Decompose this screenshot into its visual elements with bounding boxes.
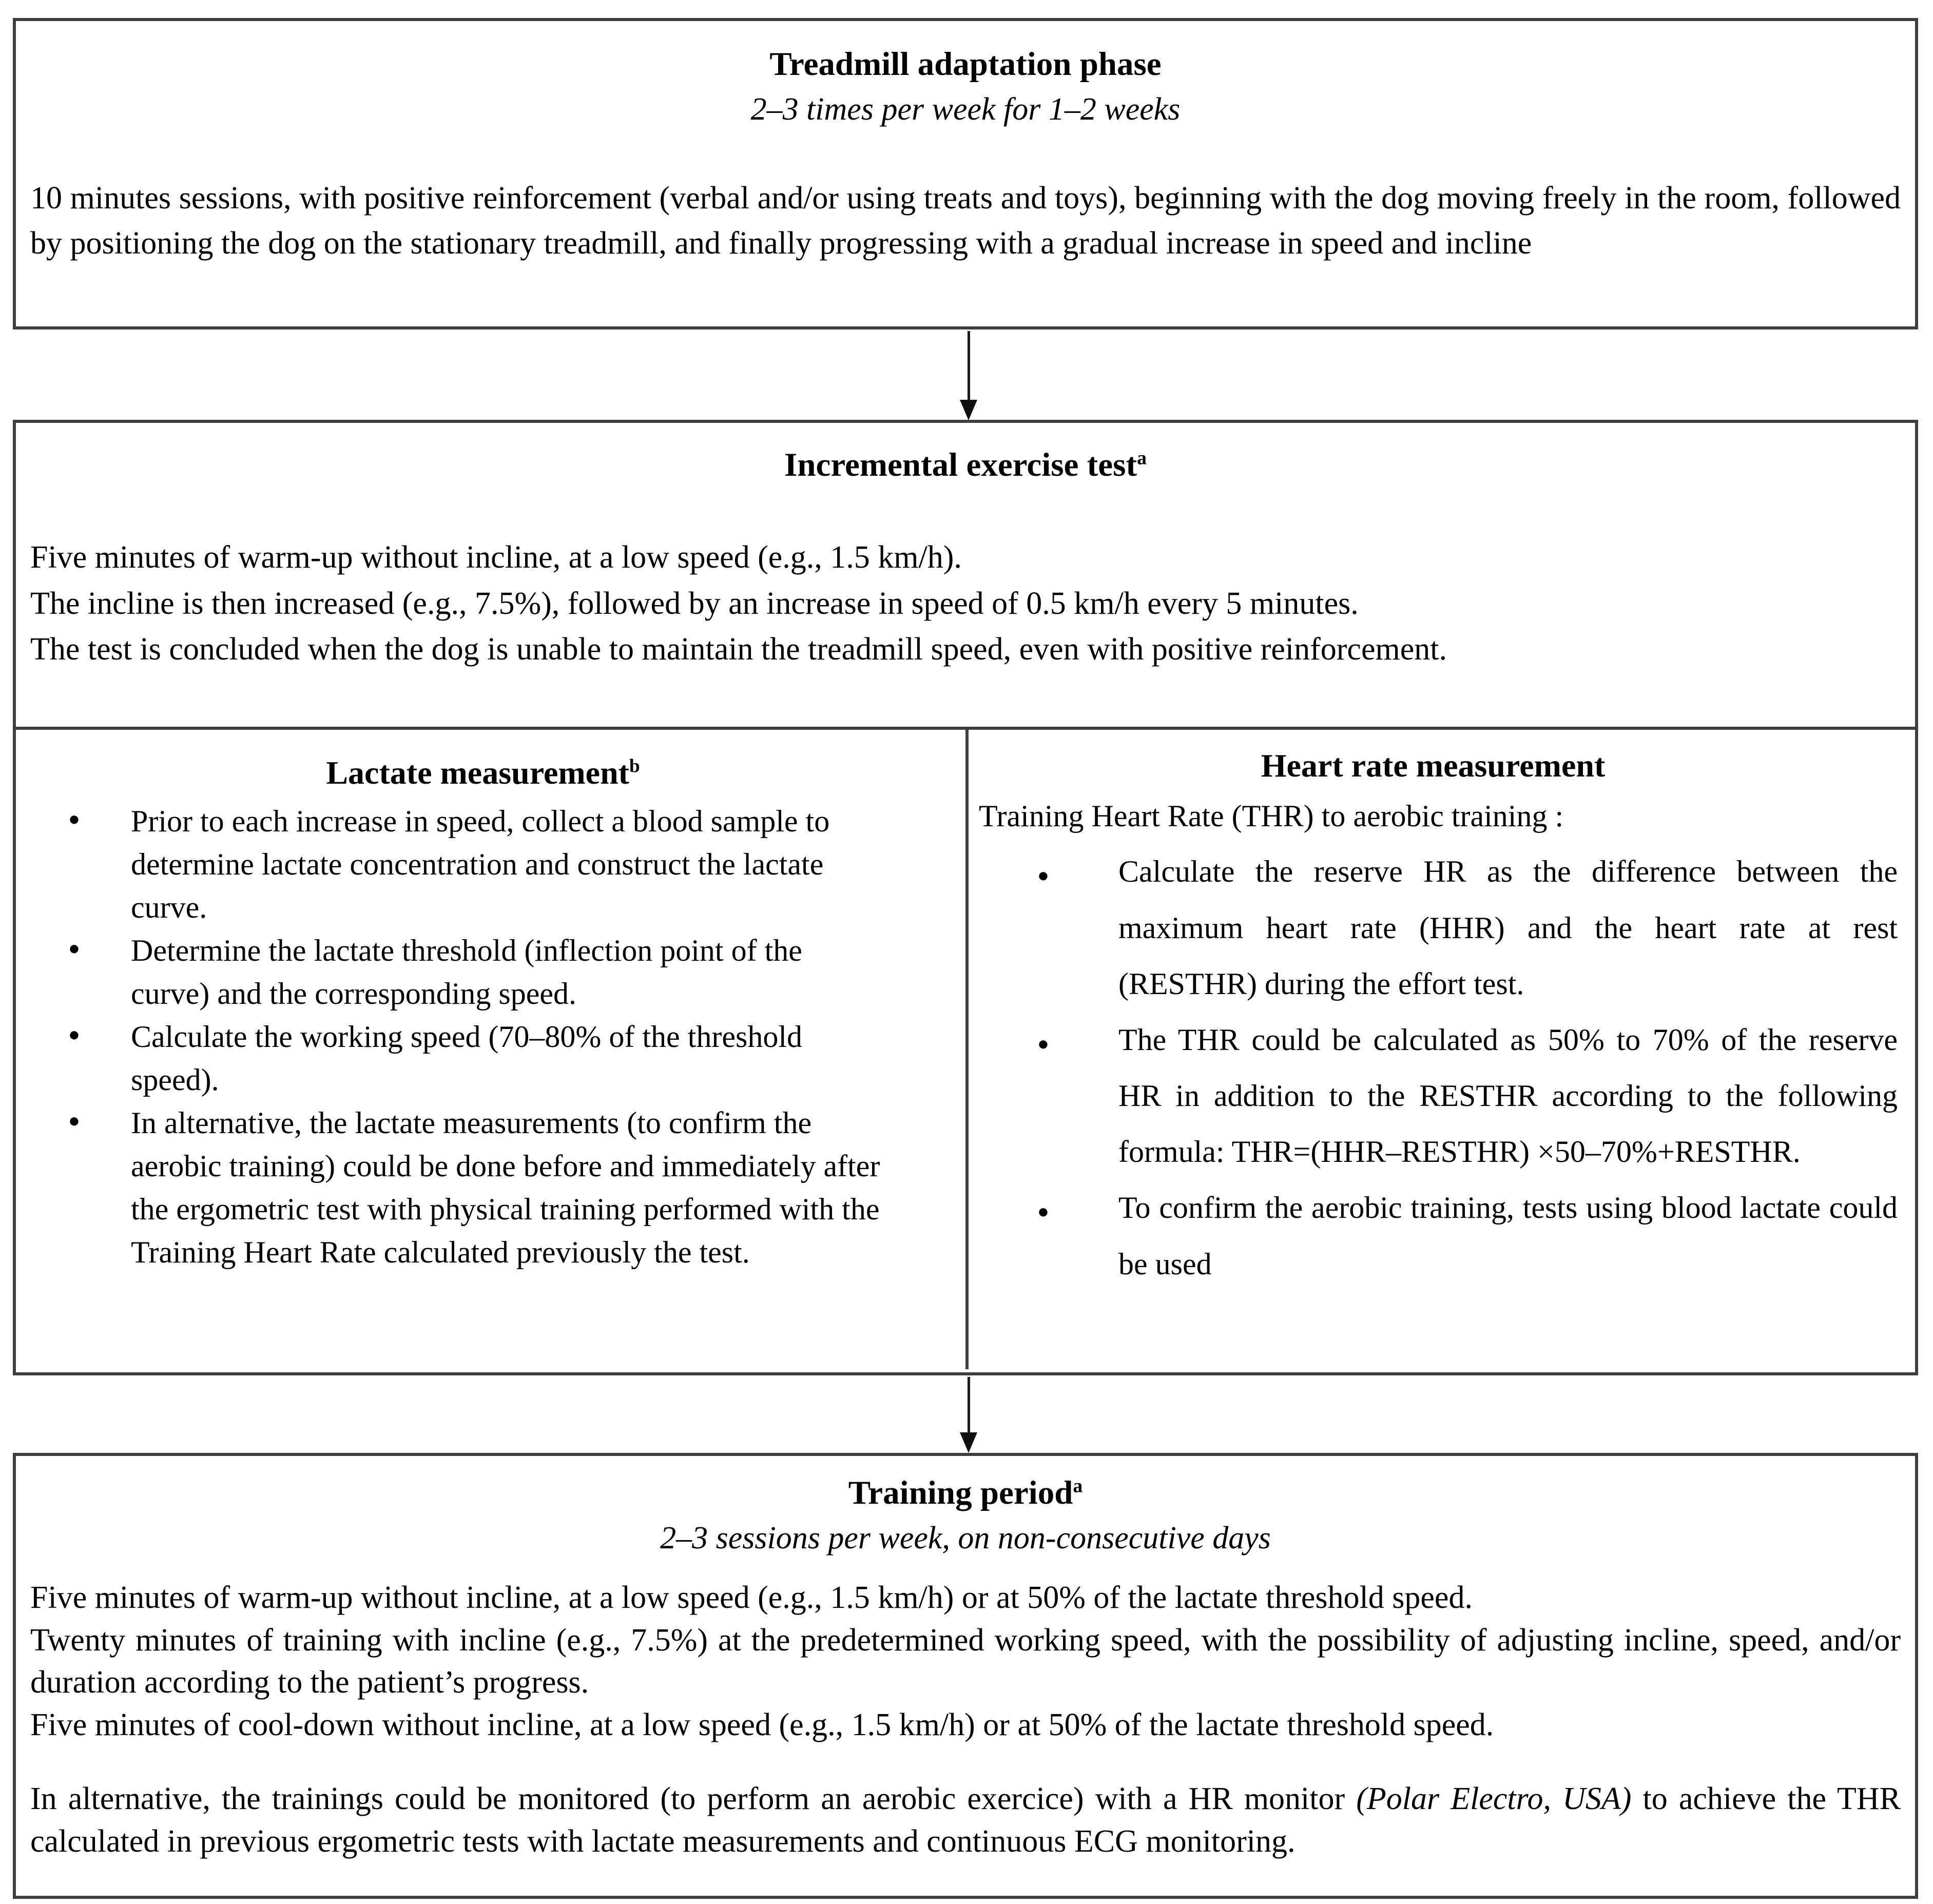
incremental-test-box: Incremental exercise testa Five minutes … [13,420,1918,1375]
bullet-item: Calculate the reserve HR as the differen… [1037,844,1898,1012]
heart-rate-bullet-list: Calculate the reserve HR as the differen… [969,844,1898,1292]
arrow-down-icon [960,400,977,420]
lactate-title: Lactate measurementb [16,750,950,795]
alt-paragraph-suffix: to achieve the THR calculated in previou… [30,1781,1901,1859]
flow-connector-top [958,331,979,420]
incremental-test-title: Incremental exercise testa [30,442,1901,489]
arrow-down-icon [960,1432,977,1453]
bullet-item: To confirm the aerobic training, tests u… [1037,1180,1898,1292]
test-line: Five minutes of warm-up without incline,… [30,539,962,575]
training-paragraph: Five minutes of cool-down without inclin… [30,1707,1494,1742]
bullet-item: Determine the lactate threshold (inflect… [68,929,880,1015]
adaptation-body: 10 minutes sessions, with positive reinf… [30,181,1901,261]
measurement-columns: Lactate measurementb Prior to each incre… [16,730,1915,1369]
bullet-item: In alternative, the lactate measurements… [68,1101,880,1274]
heart-rate-intro: Training Heart Rate (THR) to aerobic tra… [979,799,1564,833]
adaptation-subtitle: 2–3 times per week for 1–2 weeks [750,91,1181,127]
training-period-subtitle: 2–3 sessions per week, on non-consecutiv… [660,1520,1271,1556]
superscript-marker-b: b [629,755,640,777]
incremental-test-title-text: Incremental exercise test [784,446,1137,483]
bullet-item: Prior to each increase in speed, collect… [68,800,880,929]
test-line: The incline is then increased (e.g., 7.5… [30,586,1359,621]
training-paragraph: Twenty minutes of training with incline … [30,1622,1901,1700]
alt-paragraph-prefix: In alternative, the trainings could be m… [30,1781,1357,1817]
bullet-item: Calculate the working speed (70–80% of t… [68,1015,880,1101]
flow-connector-bottom [958,1377,979,1453]
heart-rate-title: Heart rate measurement [1261,747,1606,784]
lactate-bullet-list: Prior to each increase in speed, collect… [16,800,950,1274]
heart-rate-measurement-column: Heart rate measurement Training Heart Ra… [969,730,1915,1369]
arrow-shaft [967,331,970,401]
adaptation-phase-box: Treadmill adaptation phase 2–3 times per… [13,18,1918,329]
alt-paragraph-device: (Polar Electro, USA) [1356,1781,1632,1817]
superscript-marker-a: a [1137,447,1147,469]
adaptation-title: Treadmill adaptation phase [769,46,1162,83]
training-period-title-text: Training period [848,1474,1073,1511]
test-line: The test is concluded when the dog is un… [30,632,1447,667]
training-alternative-paragraph: In alternative, the trainings could be m… [30,1778,1901,1862]
lactate-title-text: Lactate measurement [326,754,629,791]
incremental-test-section: Incremental exercise testa Five minutes … [16,423,1915,730]
training-paragraph: Five minutes of warm-up without incline,… [30,1580,1473,1616]
bullet-item: The THR could be calculated as 50% to 70… [1037,1012,1898,1180]
arrow-shaft [967,1377,970,1434]
superscript-marker-a: a [1073,1475,1083,1497]
training-period-box: Training perioda 2–3 sessions per week, … [13,1453,1918,1899]
incremental-test-body: Five minutes of warm-up without incline,… [30,535,1901,673]
lactate-measurement-column: Lactate measurementb Prior to each incre… [16,730,969,1369]
training-period-title: Training perioda [30,1470,1901,1517]
